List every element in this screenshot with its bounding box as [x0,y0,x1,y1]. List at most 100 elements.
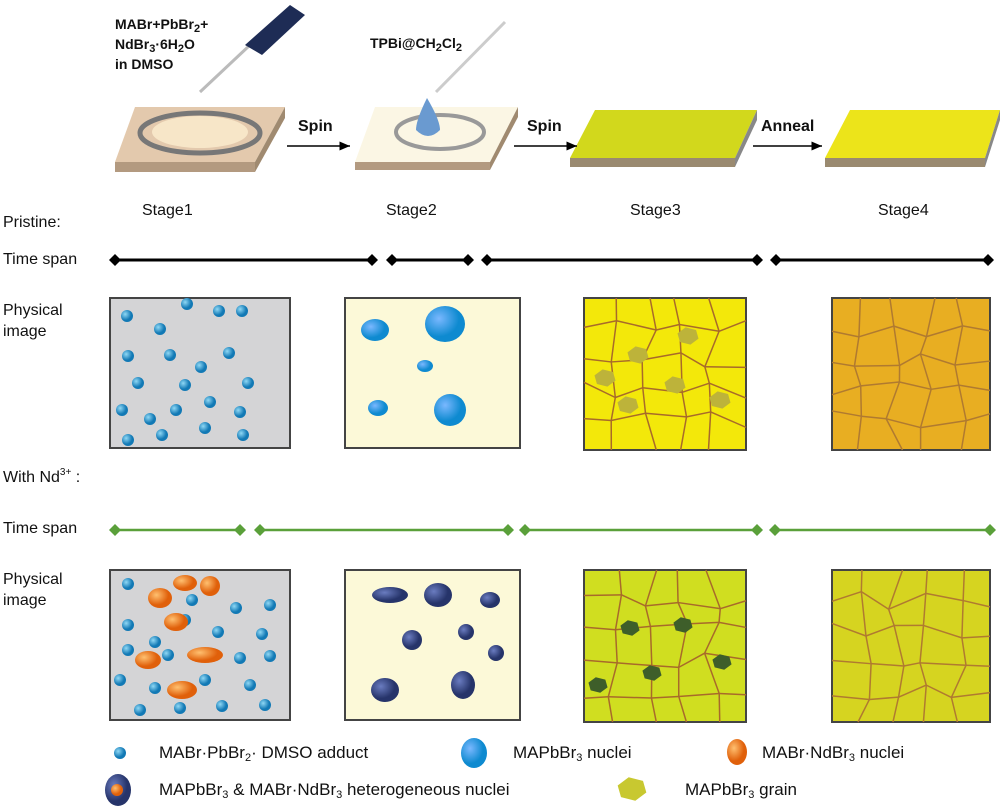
grain-boundary [831,659,872,665]
adduct-particle [234,406,246,418]
grain-boundary [686,411,711,418]
anneal-label: Anneal [761,118,815,135]
heterogeneous-nucleus [372,587,408,603]
grain-boundary [831,330,860,338]
grain-boundary [583,695,609,700]
grain-boundary [704,366,747,369]
substrate-stage4 [825,110,1000,167]
ndbr3-nucleus [167,681,197,699]
adduct-particle [242,377,254,389]
grain-boundary [954,325,964,366]
grain-boundary [642,352,682,361]
grain-boundary [583,594,622,597]
pristine-title: Pristine: [3,214,61,231]
adduct-particle [199,674,211,686]
grain-boundary [892,696,900,723]
adduct-particle [179,379,191,391]
adduct-particle [122,578,134,590]
grain-boundary [651,664,679,669]
grain-boundary [960,420,967,451]
grain-boundary [709,382,747,399]
legend-heterogeneous-nuclei: MAPbBr3 & MABr·NdBr3 heterogeneous nucle… [159,780,510,801]
grain-boundary [889,297,895,327]
adduct-particle [204,396,216,408]
adduct-particle [264,650,276,662]
stage3-label: Stage3 [630,202,681,219]
grain-boundary [860,381,900,387]
mapbbr3-nucleus [425,306,465,342]
nd-time-span-label: Time span [3,520,78,537]
mapbbr3-grain [588,677,608,693]
grain-boundary [718,693,721,723]
heterogeneous-core-icon [111,784,123,796]
grain-boundary [922,685,928,723]
grain-boundary [649,626,653,666]
grain-boundary [687,621,720,625]
adduct-particle [264,599,276,611]
grain-boundary [644,605,652,627]
mapbbr3-grain [709,391,731,409]
grain-boundary [614,629,618,663]
adduct-particle [122,619,134,631]
grain-boundary [650,697,658,723]
adduct-legend-icon [114,747,126,759]
grain-boundary [925,684,952,699]
mapbbr3-grain [617,396,639,414]
adduct-particle [122,644,134,656]
grain-boundary [887,608,895,626]
adduct-particle [256,628,268,640]
grain-boundary [858,325,895,338]
adduct-particle [149,636,161,648]
grain-boundary [853,365,862,387]
grain-boundary [854,364,900,367]
ndbr3-nucleus [200,576,220,596]
adduct-particle [162,649,174,661]
grain-boundary [925,297,936,337]
grain-boundary [704,366,711,384]
heterogeneous-nucleus [402,630,422,650]
adduct-particle [174,702,186,714]
grain-boundary [679,416,688,451]
grain-boundary [608,695,652,699]
time-span-marker [982,254,994,266]
grain-boundary [899,381,932,391]
legend-grain: MAPbBr3 grain [685,780,797,801]
adduct-particle [236,305,248,317]
grain-boundary [885,418,921,429]
grain-boundary [831,385,861,396]
mapbbr3-grain [594,369,616,387]
nd-title: With Nd3+ : [3,467,81,487]
grain-boundary [869,696,899,701]
grain-boundary [893,325,927,338]
adduct-particle [156,429,168,441]
mapbbr3-grain [712,654,732,670]
grain-boundary [583,358,612,363]
pristine-stage1-image [109,297,291,449]
grain-boundary [920,419,967,429]
grain-boundary [645,601,679,607]
adduct-particle [186,594,198,606]
grain-boundary [899,353,921,367]
heterogeneous-nucleus [424,583,452,607]
grain-boundary [962,325,991,332]
grain-boundary [865,635,872,664]
stage2-label: Stage2 [386,202,437,219]
mapbbr3-nuclei-legend-icon [461,738,487,768]
legend-ndbr3-nuclei: MABr·NdBr3 nuclei [762,743,905,764]
grain-boundary [885,418,904,451]
mapbbr3-grain [627,346,649,364]
pipette-icon [198,5,305,94]
time-span-marker [770,254,782,266]
adduct-particle [199,422,211,434]
heterogeneous-nucleus [480,592,500,608]
dropper-icon [434,20,507,94]
grain-boundary [859,385,863,417]
grain-boundary [903,662,921,667]
grain-boundary [681,382,710,394]
grain-boundary [922,593,927,626]
time-span-marker [109,524,121,536]
grain-boundary [703,652,720,694]
